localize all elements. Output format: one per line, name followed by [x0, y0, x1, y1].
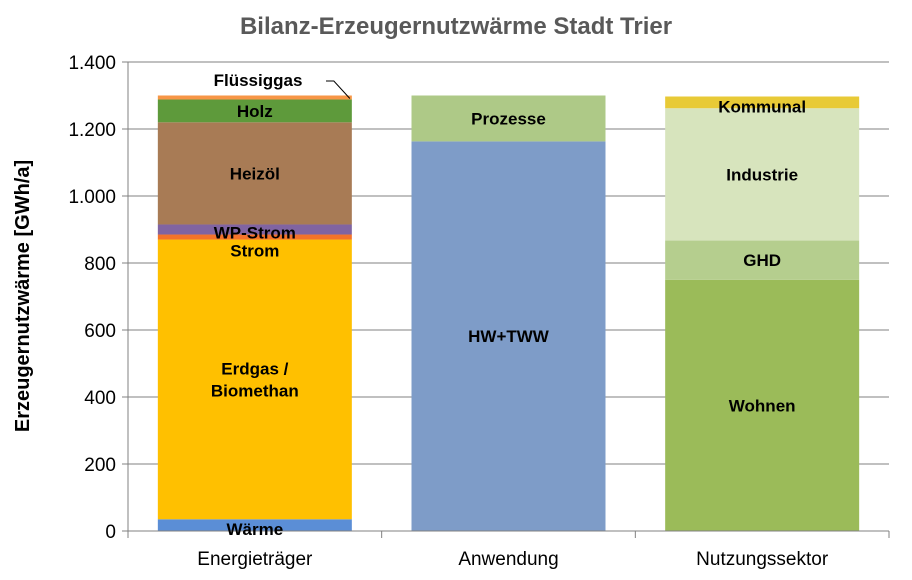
bar-segment-holz [157, 99, 352, 123]
segment-label-wohnen: Wohnen [729, 396, 796, 415]
bar-segment-fluessiggas [157, 95, 352, 100]
axes: 0 200 400 600 800 1.000 1.200 1.400Energieträge… [68, 53, 890, 570]
segment-label-fluessiggas: Flüssiggas [214, 71, 303, 90]
stack-nutzungssektor [665, 96, 860, 531]
y-tick-label-400: 400 [84, 388, 116, 409]
y-tick-label-1400: 1.400 [68, 53, 116, 74]
y-tick-label-200: 200 [84, 455, 116, 476]
bar-segment-erdgas-biomethan [157, 239, 352, 520]
bar-segment-wp-strom [157, 224, 352, 235]
bar-segment-waerme [157, 519, 352, 531]
bar-segment-heizoel [157, 122, 352, 225]
segment-label-strom: Strom [230, 242, 279, 261]
y-tick-label-800: 800 [84, 254, 116, 275]
chart-title: Bilanz-Erzeugernutzwärme Stadt Trier [240, 13, 672, 40]
segment-label-holz: Holz [237, 102, 273, 121]
bar-segment-kommunal [665, 96, 860, 109]
bar-segment-ghd [665, 240, 860, 280]
x-tick-label-anwendung: Anwendung [458, 549, 558, 570]
segment-label-ghd: GHD [743, 251, 781, 270]
y-axis-title: Erzeugernutzwärme [GWh/a] [12, 160, 34, 432]
segment-label-prozesse: Prozesse [471, 109, 546, 128]
y-tick-label-600: 600 [84, 321, 116, 342]
bar-segment-strom [157, 234, 352, 240]
segment-label-hw-tww: HW+TWW [468, 327, 550, 346]
segment-label-industrie: Industrie [726, 165, 798, 184]
bar-segment-prozesse [411, 95, 606, 142]
segment-label-wp-strom: WP-Strom [214, 223, 296, 242]
x-tick-label-nutzungssektor: Nutzungssektor [696, 549, 829, 570]
bar-stacks [157, 95, 860, 531]
y-tick-label-1000: 1.000 [68, 187, 116, 208]
leader-line-fluessiggas [326, 80, 351, 99]
stack-energietraeger [157, 95, 352, 531]
bar-segment-industrie [665, 108, 860, 241]
stack-anwendung [411, 95, 606, 531]
bar-segment-wohnen [665, 279, 860, 531]
bar-segment-hw-tww [411, 141, 606, 531]
x-tick-label-energietraeger: Energieträger [197, 549, 313, 570]
segment-label-heizoel: Heizöl [230, 164, 280, 183]
segment-label-kommunal: Kommunal [718, 98, 806, 117]
y-tick-label-0: 0 [105, 522, 116, 543]
segment-label-erdgas-biomethan: Erdgas /Biomethan [211, 359, 299, 400]
y-tick-label-1200: 1.200 [68, 120, 116, 141]
segment-label-waerme: Wärme [226, 520, 283, 539]
